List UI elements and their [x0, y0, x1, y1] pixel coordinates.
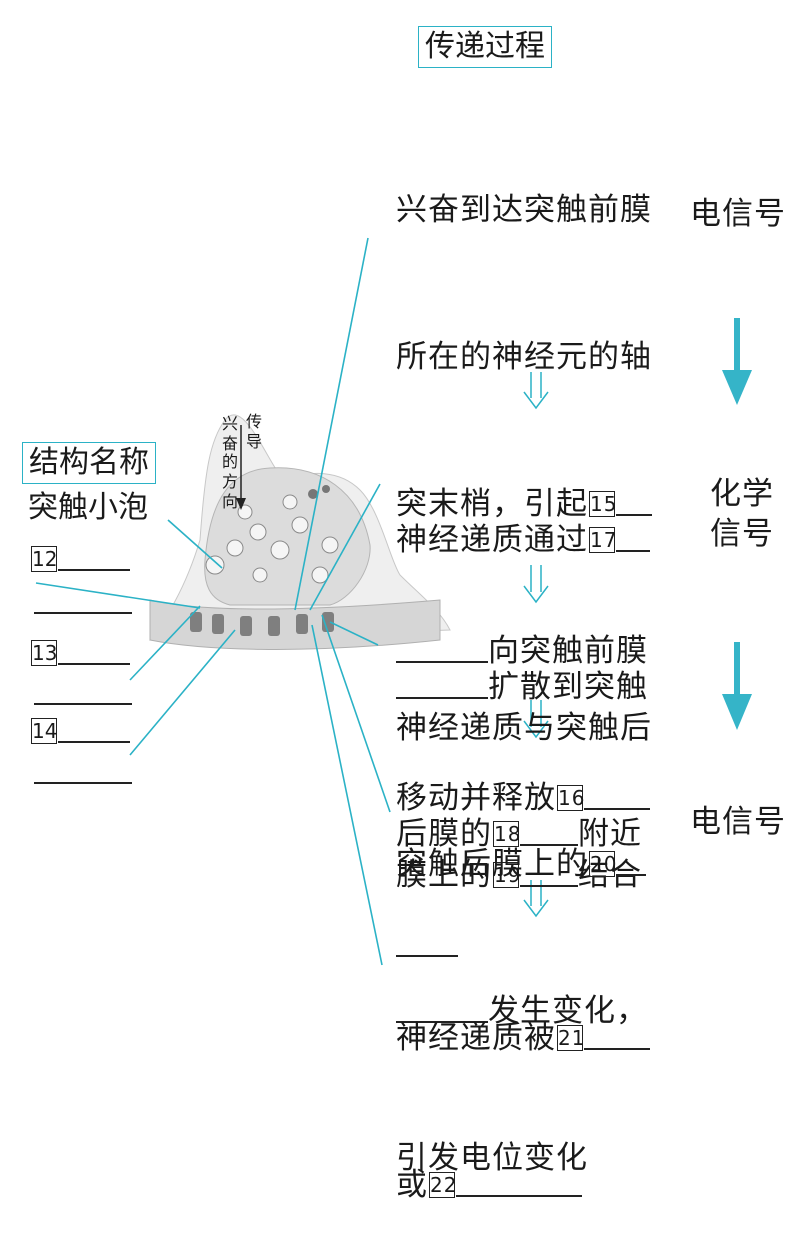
structure-item-14: 14: [30, 718, 135, 745]
arrow-label-text: 兴奋: [222, 414, 238, 453]
signal-chemical-a: 化学: [710, 472, 774, 516]
answer-blank[interactable]: [584, 1048, 650, 1050]
answer-blank[interactable]: [34, 782, 132, 784]
step-text: 神经递质被: [396, 1020, 556, 1056]
step-text: 突触后膜上的: [396, 846, 588, 882]
answer-blank[interactable]: [34, 703, 132, 705]
signal-chemical-b: 信号: [710, 512, 774, 556]
structure-vesicle: 突触小泡: [28, 488, 148, 528]
arrow-label: 兴奋: [222, 414, 236, 454]
arrow-label-text: 传导: [246, 412, 262, 451]
num-box: 17: [589, 527, 615, 553]
step-text: 兴奋到达突触前膜: [396, 186, 652, 235]
signal-electric-top: 电信号: [690, 192, 786, 236]
arrow-label-text: 向: [222, 492, 238, 511]
answer-blank[interactable]: [58, 741, 130, 743]
num-box: 22: [429, 1172, 455, 1198]
structure-title: 结构名称: [22, 442, 156, 484]
answer-blank[interactable]: [58, 663, 130, 665]
answer-blank[interactable]: [58, 569, 130, 571]
num-box: 12: [31, 546, 57, 572]
structure-item-12: 12: [30, 546, 135, 573]
step-text: 所在的神经元的轴: [396, 333, 652, 382]
answer-blank[interactable]: [34, 612, 132, 614]
signal-electric-bottom: 电信号: [690, 800, 786, 844]
arrow-label-bottom: 的方: [222, 452, 240, 492]
arrow-label-right: 传导: [246, 412, 264, 452]
num-box: 20: [589, 851, 615, 877]
step-text: 或: [396, 1167, 428, 1203]
arrow-label-text: 的方: [222, 452, 238, 491]
step-text: 神经递质通过: [396, 522, 588, 558]
structure-item-13: 13: [30, 640, 135, 667]
process-title: 传递过程: [418, 26, 552, 68]
answer-blank[interactable]: [456, 1195, 582, 1197]
num-box: 21: [557, 1025, 583, 1051]
answer-blank[interactable]: [616, 874, 646, 876]
answer-blank[interactable]: [616, 550, 650, 552]
num-box: 13: [31, 640, 57, 666]
arrow-label-bottom2: 向: [222, 492, 240, 512]
num-box: 14: [31, 718, 57, 744]
